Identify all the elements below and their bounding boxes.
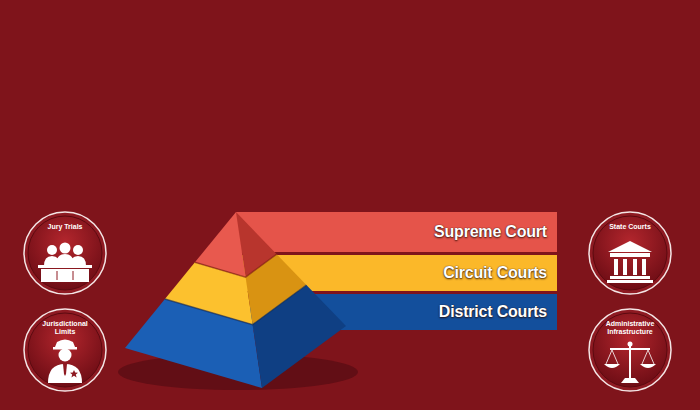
- badge-face: [28, 313, 102, 387]
- feature-badge: Administrative Infrastructure: [588, 308, 672, 392]
- tier-band: District Courts: [350, 294, 557, 330]
- badge-face: [593, 313, 667, 387]
- feature-badge: Jurisdictional Limits: [23, 308, 107, 392]
- pyramid-tier-face: [236, 212, 277, 277]
- badge-label: Administrative Infrastructure: [599, 320, 661, 336]
- badge-face: [28, 216, 102, 290]
- badge-icon: [604, 342, 656, 384]
- badge-label: Jurisdictional Limits: [34, 320, 96, 336]
- feature-badge: State Courts: [588, 211, 672, 295]
- badge-ring: [24, 212, 106, 294]
- tier-band: Circuit Courts: [350, 255, 557, 291]
- tier-seam: [165, 285, 306, 325]
- tier-band: Supreme Court: [350, 212, 557, 252]
- feature-badge: Jury Trials: [23, 211, 107, 295]
- badge-ring: [24, 309, 106, 391]
- badge-ring: [589, 212, 671, 294]
- tier-seam: [195, 254, 277, 277]
- tier-label: Supreme Court: [434, 223, 547, 241]
- badge-face: [593, 216, 667, 290]
- badge-icon: [48, 340, 82, 384]
- badge-icon: [38, 243, 92, 283]
- badge-icon: [607, 241, 653, 283]
- badge-label: Jury Trials: [34, 223, 96, 231]
- tier-label: District Courts: [439, 303, 547, 321]
- badge-ring: [589, 309, 671, 391]
- badge-label: State Courts: [599, 223, 661, 231]
- tier-label: Circuit Courts: [443, 264, 547, 282]
